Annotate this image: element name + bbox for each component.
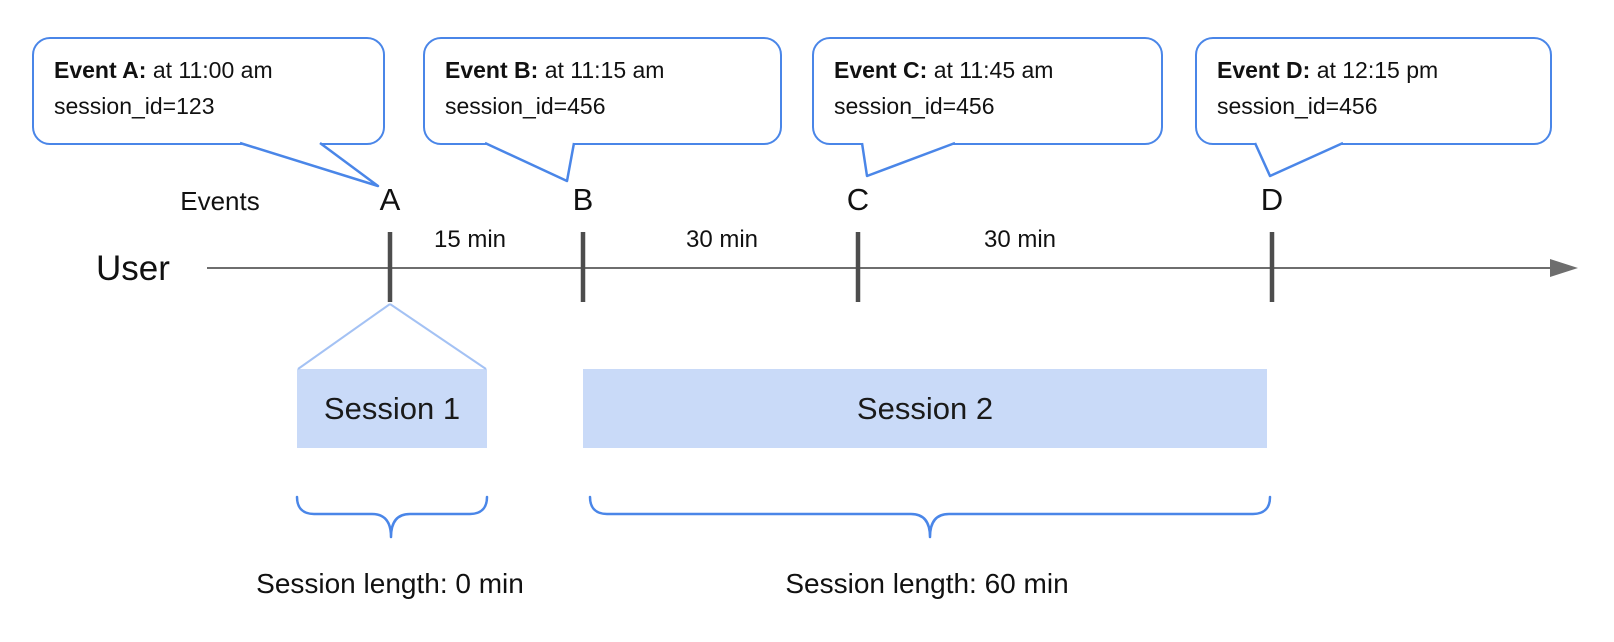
session-1-brace <box>295 495 489 539</box>
callout-line-1: Event D: at 12:15 pm <box>1217 52 1532 88</box>
callout-session-id: session_id=123 <box>54 93 215 119</box>
session-1-bar: Session 1 <box>297 369 487 448</box>
callout-event-time: at 12:15 pm <box>1316 57 1439 83</box>
callout-line-1: Event C: at 11:45 am <box>834 52 1143 88</box>
timeline-arrowhead-icon <box>1550 259 1578 277</box>
session-2-bar: Session 2 <box>583 369 1267 448</box>
callout-event-time: at 11:00 am <box>152 57 273 83</box>
callout-event-title: Event C: <box>834 57 928 83</box>
session-1-label: Session 1 <box>323 390 461 426</box>
event-d-callout-tail <box>1253 141 1344 178</box>
session-1-funnel-right-line <box>389 303 487 370</box>
user-axis-label: User <box>96 249 170 288</box>
event-d-callout: Event D: at 12:15 pm session_id=456 <box>1195 37 1552 145</box>
callout-event-title: Event A: <box>54 57 147 83</box>
callout-line-1: Event B: at 11:15 am <box>445 52 762 88</box>
callout-session-id: session_id=456 <box>834 93 995 119</box>
callout-event-title: Event D: <box>1217 57 1311 83</box>
session-2-length-label: Session length: 60 min <box>785 568 1069 599</box>
callout-session-id: session_id=456 <box>445 93 606 119</box>
session-1-funnel-left-line <box>297 303 391 370</box>
event-letter-a: A <box>379 182 401 217</box>
events-axis-label: Events <box>180 186 260 216</box>
interval-label-a-b: 15 min <box>433 226 507 253</box>
event-letter-d: D <box>1260 182 1284 217</box>
callout-session-id: session_id=456 <box>1217 93 1378 119</box>
event-letter-b: B <box>572 182 594 217</box>
event-a-callout-tail <box>239 141 380 188</box>
interval-label-b-c: 30 min <box>685 226 759 253</box>
event-letter-c: C <box>846 182 870 217</box>
callout-event-time: at 11:15 am <box>544 57 665 83</box>
event-b-callout-tail <box>484 141 576 183</box>
event-c-callout: Event C: at 11:45 am session_id=456 <box>812 37 1163 145</box>
interval-label-c-d: 30 min <box>983 226 1057 253</box>
event-c-callout-tail <box>860 141 956 178</box>
session-2-brace <box>588 495 1272 539</box>
session-2-label: Session 2 <box>856 390 994 426</box>
callout-event-title: Event B: <box>445 57 539 83</box>
callout-event-time: at 11:45 am <box>933 57 1054 83</box>
session-1-length-label: Session length: 0 min <box>256 568 524 599</box>
callout-line-1: Event A: at 11:00 am <box>54 52 365 88</box>
event-b-callout: Event B: at 11:15 am session_id=456 <box>423 37 782 145</box>
event-a-callout: Event A: at 11:00 am session_id=123 <box>32 37 385 145</box>
